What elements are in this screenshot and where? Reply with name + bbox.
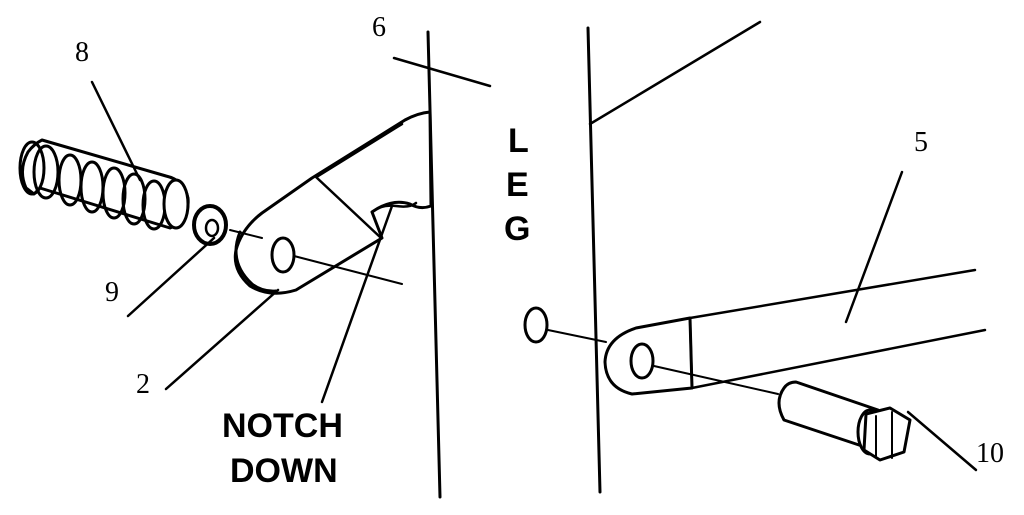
notch-label-line1: NOTCH bbox=[222, 407, 343, 445]
callout-6: 6 bbox=[372, 12, 386, 43]
right-bracket-arm bbox=[603, 268, 987, 396]
leader-9 bbox=[126, 236, 216, 318]
knurled-bolt bbox=[18, 138, 190, 231]
leader-2 bbox=[164, 288, 280, 391]
leader-8 bbox=[90, 80, 142, 182]
right-axis-line-right bbox=[653, 365, 779, 395]
left-axis-line-washer bbox=[229, 229, 263, 239]
callout-9: 9 bbox=[105, 277, 119, 308]
callout-8: 8 bbox=[75, 37, 89, 68]
leg-letter-g: G bbox=[504, 210, 530, 248]
threaded-bolt bbox=[777, 380, 912, 462]
left-leg bbox=[426, 30, 442, 499]
callout-5: 5 bbox=[914, 127, 928, 158]
callout-2: 2 bbox=[136, 369, 150, 400]
leader-5 bbox=[844, 170, 904, 324]
washer bbox=[192, 204, 228, 246]
right-leg bbox=[586, 20, 762, 494]
leg-letter-e: E bbox=[506, 166, 529, 204]
leader-notch bbox=[320, 204, 394, 404]
left-axis-line bbox=[293, 255, 403, 285]
callout-10: 10 bbox=[976, 438, 1004, 469]
right-axis-line-left bbox=[547, 329, 607, 343]
leg-letter-l: L bbox=[508, 122, 529, 160]
leader-6 bbox=[392, 56, 492, 88]
left-bracket-arm bbox=[233, 110, 433, 295]
leader-10 bbox=[906, 410, 978, 472]
loose-pin bbox=[523, 306, 549, 344]
notch-label-line2: DOWN bbox=[230, 452, 338, 490]
